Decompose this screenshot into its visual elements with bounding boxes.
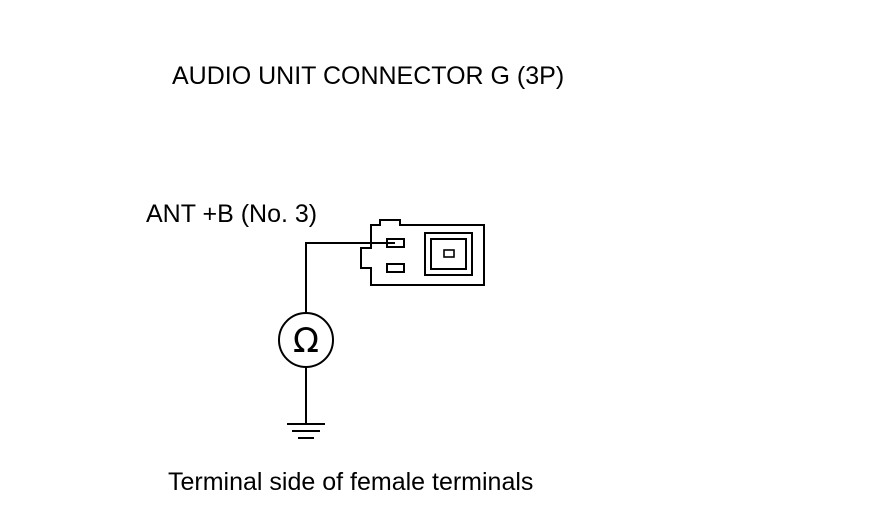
terminal-label-ant-b: ANT +B (No. 3) bbox=[146, 200, 318, 228]
terminal-no-1 bbox=[386, 263, 405, 273]
diagram-title: AUDIO UNIT CONNECTOR G (3P) bbox=[172, 62, 565, 90]
ground-icon bbox=[287, 423, 325, 439]
diagram-caption: Terminal side of female terminals bbox=[168, 468, 534, 496]
probe-wire bbox=[305, 242, 395, 313]
connector-3p-icon bbox=[360, 219, 485, 286]
ohmmeter-icon bbox=[278, 312, 334, 368]
ohm-symbol: Ω bbox=[293, 321, 319, 361]
